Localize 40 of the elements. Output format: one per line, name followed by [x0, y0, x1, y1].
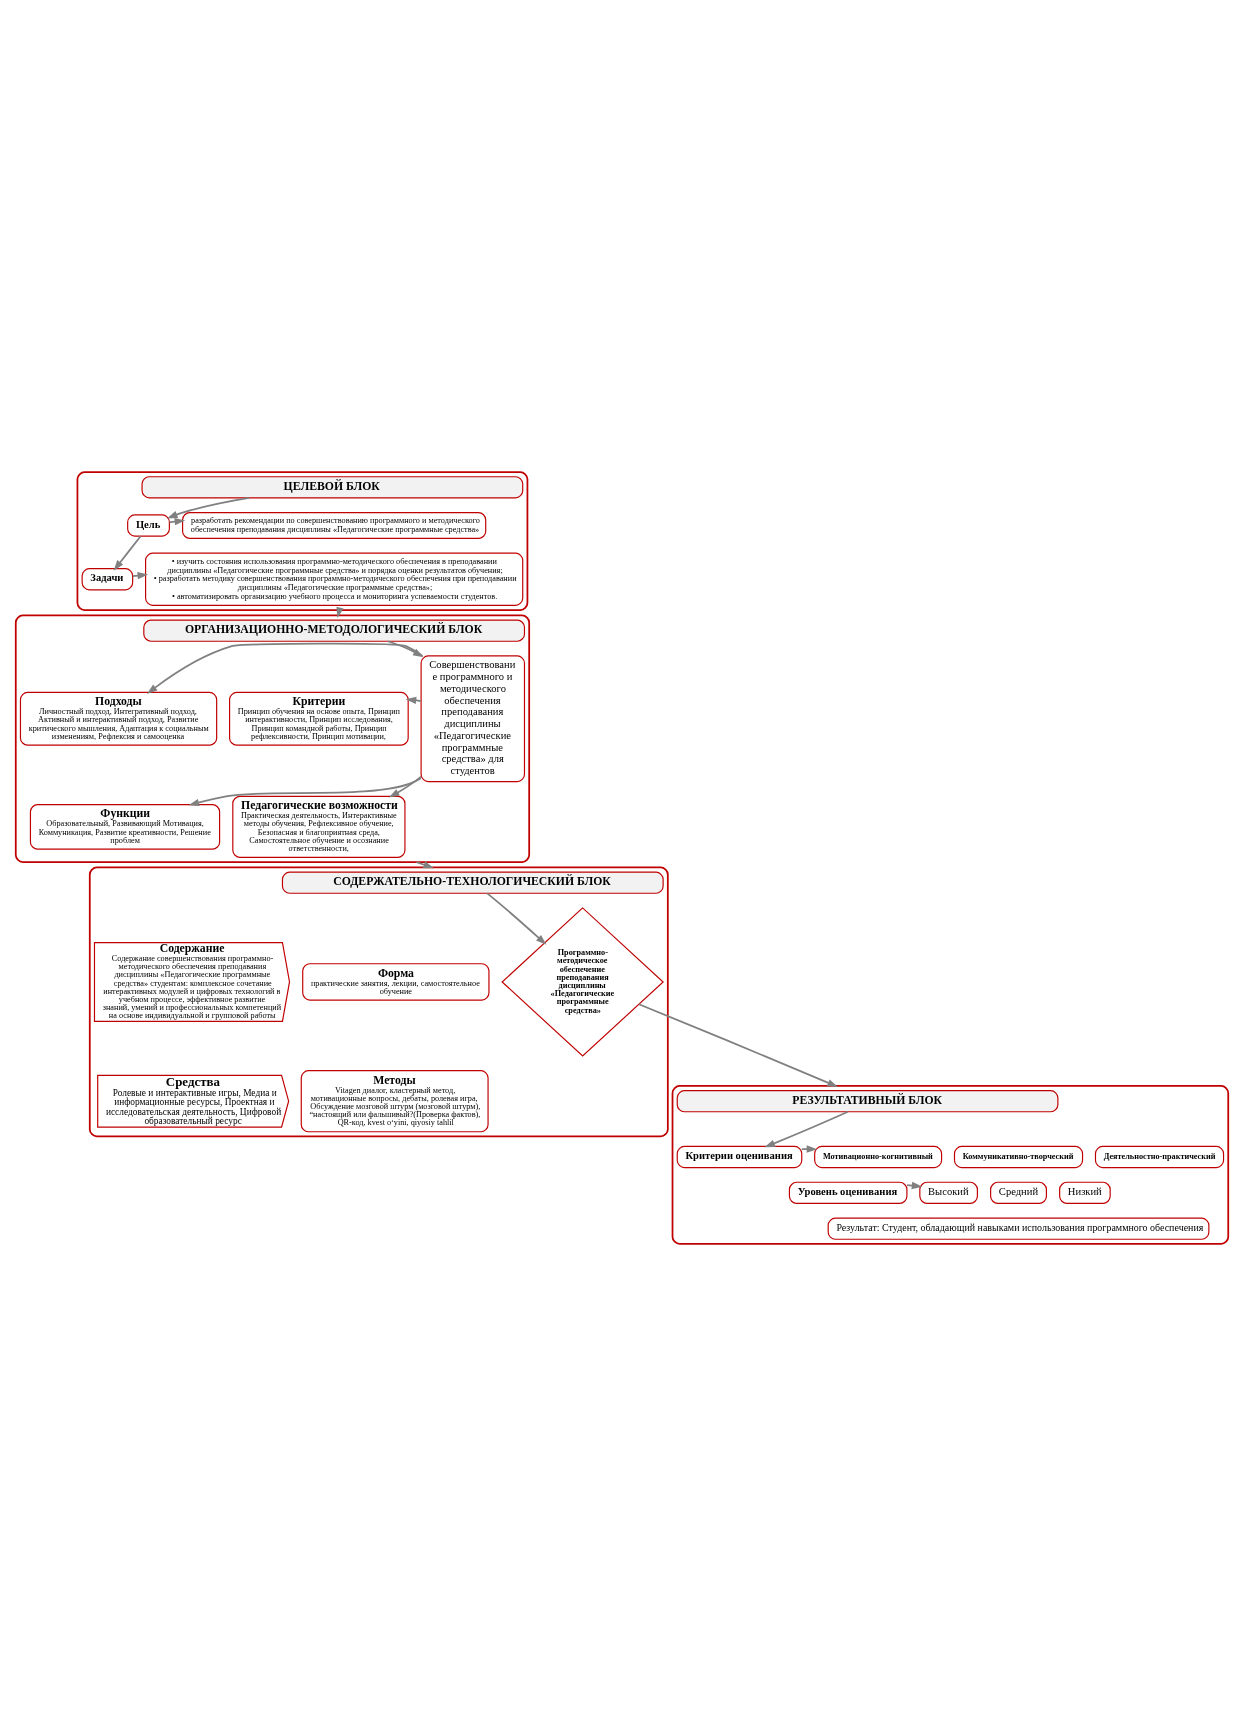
node-box: Методы Vitagen диалог, кластерный метод, мотивационные вопросы, дебаты, ролевая игра, Обсуждение мозговой штурм (мозговой штурм), “настоящий или фальшивый?(Проверка фактов), QR-код, kvest o‘yini, qiyosiy tahlil	[300, 1070, 489, 1133]
arrow	[800, 1145, 818, 1153]
arrow	[388, 775, 422, 798]
node-box: Подходы Личностный подход, Интегративный подход, Активный и интерактивный подход, Развитие критического мышления, Адаптация к социальным изменениям, Рефлексия и самооценка	[19, 691, 218, 746]
cluster	[88, 866, 669, 1138]
node-box: • изучить состояния использования программно-методического обеспечения в преподавании дисциплины «Педагогические программные средства» и порядка оценки результатов обучения; • разработать методику совершенствования программно-методического обеспечения при преподавании дисциплины «Педагогические программные средства»; • автоматизировать организацию учебного процесса и мониторинга успеваемости студентов.	[145, 552, 524, 606]
arrow	[168, 517, 186, 526]
cluster	[14, 614, 531, 863]
node-box: Результат: Студент, обладающий навыками использования программного обеспечения	[827, 1217, 1210, 1240]
arrow	[113, 535, 142, 571]
node-box: Средний	[990, 1181, 1047, 1204]
node-box: ЦЕЛЕВОЙ БЛОК	[141, 476, 524, 499]
arrow	[132, 571, 149, 580]
arrow	[188, 777, 422, 807]
node-box: Коммуникативно-творческий	[953, 1145, 1084, 1169]
arrow	[405, 696, 422, 704]
node-box: Форма практические занятия, лекции, самостоятельное обучение	[302, 963, 490, 1001]
cluster	[671, 1085, 1230, 1245]
cluster	[76, 471, 529, 611]
arrow	[906, 1181, 923, 1190]
node-box: Критерии Принцип обучения на основе опыта, Принцип интерактивности, Принцип исследования, Принцип командной работы, Принцип рефлексивности, Принцип мотивации,	[229, 691, 409, 746]
node-diamond: Программно-методическое обеспечение преподавания дисциплины «Педагогические программные средства»	[501, 907, 664, 1057]
node-box: Деятельностно-практический	[1094, 1145, 1225, 1169]
node-box: Функции Образовательный, Развивающий Мотивация, Коммуникация, Развитие креативности, Решение проблем	[29, 803, 221, 850]
node-box: Совершенствование программного и методического обеспечения преподавания дисциплины «Педагогические программные средства» для студентов	[420, 655, 526, 783]
node-box: Цель	[127, 514, 170, 537]
arrow	[638, 1003, 838, 1087]
arrow	[764, 1110, 849, 1148]
node-box: Педагогические возможности Практическая деятельность, Интерактивные методы обучения, Рефлексивное обучение, Безопасная и благоприятная среда, Самостоятельное обучение и осознание ответственности,	[232, 795, 406, 858]
node-box: Мотивационно-когнитивный	[814, 1145, 943, 1169]
node-box: ОРГАНИЗАЦИОННО-МЕТОДОЛОГИЧЕСКИЙ БЛОК	[143, 619, 526, 642]
node-box: Задачи	[81, 568, 134, 591]
node-box: Уровень оценивания	[788, 1181, 908, 1204]
node-box: Высокий	[919, 1181, 978, 1204]
node-box: разработать рекомендации по совершенствованию программного и методического обеспечения преподавания дисциплины «Педагогические программные средства»	[182, 512, 487, 539]
node-box: СОДЕРЖАТЕЛЬНО-ТЕХНОЛОГИЧЕСКИЙ БЛОК	[281, 871, 664, 894]
node-box: Низкий	[1059, 1181, 1111, 1204]
node-box: РЕЗУЛЬТАТИВНЫЙ БЛОК	[676, 1090, 1059, 1113]
arrow	[486, 892, 547, 945]
node-box: Критерии оценивания	[676, 1145, 803, 1169]
